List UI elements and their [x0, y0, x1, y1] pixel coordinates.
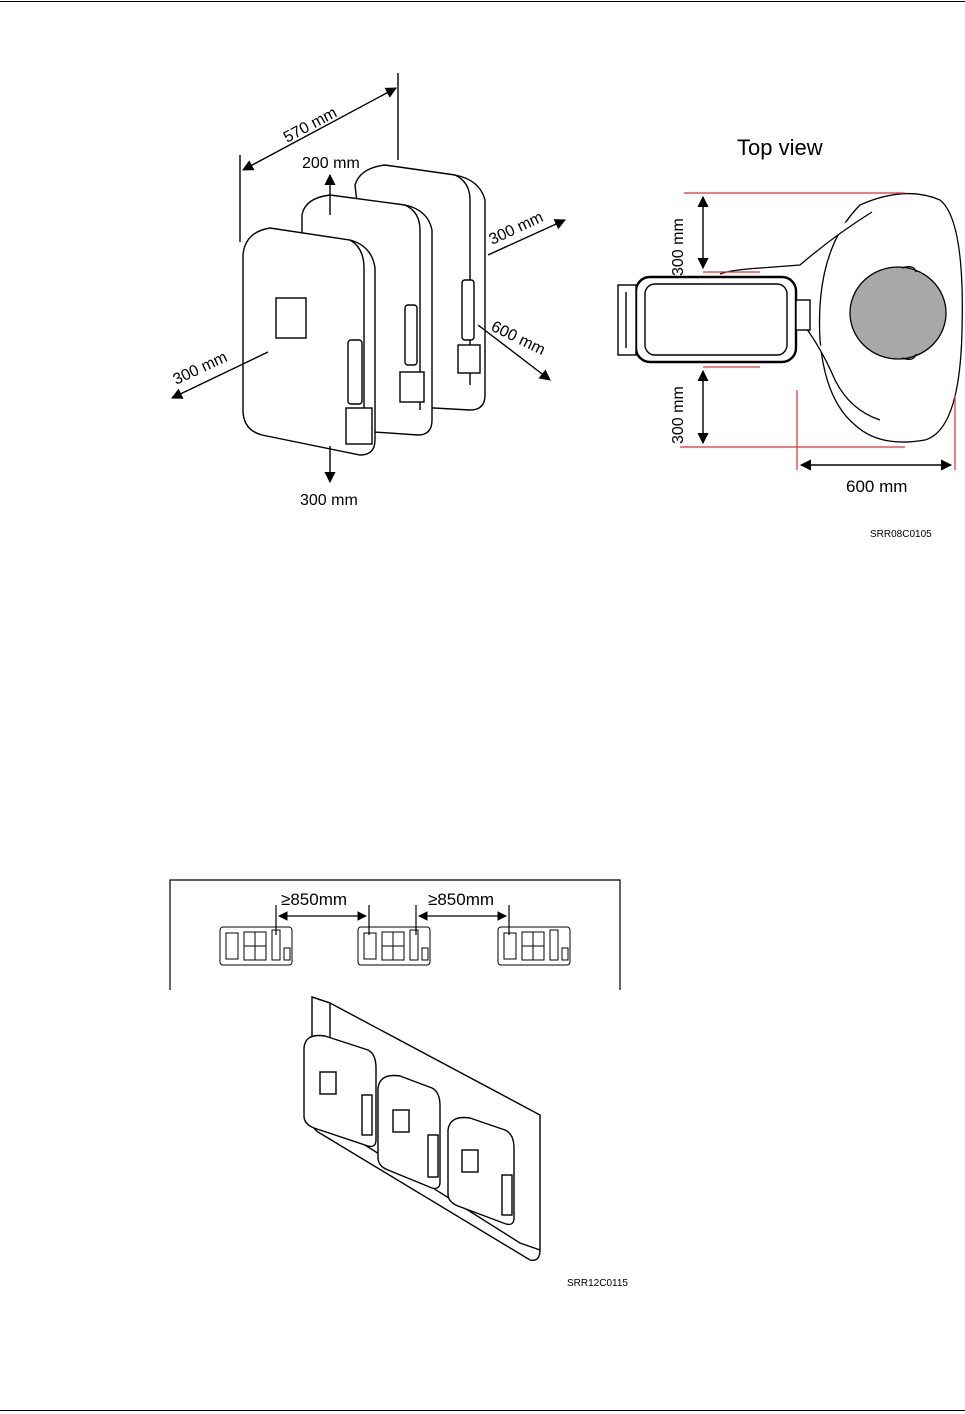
- spacing-label-2: ≥850mm: [428, 890, 494, 909]
- cabinet-front: [243, 228, 375, 455]
- spacing-label-1: ≥850mm: [281, 890, 347, 909]
- top-view-title: Top view: [737, 135, 823, 160]
- spacing-cabinets: [220, 927, 570, 965]
- figure1-code: SRR08C0105: [870, 529, 932, 540]
- figure2-code: SRR12C0115: [567, 1278, 628, 1289]
- top-view-label-lower-300: 300 mm: [670, 386, 687, 444]
- label-top-200: 200 mm: [302, 155, 360, 172]
- top-view-label-depth-600: 600 mm: [846, 477, 907, 496]
- cabinet-group-isometric: [243, 165, 485, 455]
- label-bottom-300: 300 mm: [300, 492, 358, 509]
- label-width-570: 570 mm: [281, 104, 340, 146]
- top-view-cabinet: [618, 277, 810, 362]
- top-view-label-upper-300: 300 mm: [670, 218, 687, 276]
- label-side-300-left: 300 mm: [171, 349, 231, 389]
- wall-mount-illustration: [304, 997, 540, 1260]
- label-front-600: 600 mm: [488, 318, 547, 359]
- top-view: Top view: [618, 135, 962, 496]
- spacing-cabinet-1: [220, 927, 292, 965]
